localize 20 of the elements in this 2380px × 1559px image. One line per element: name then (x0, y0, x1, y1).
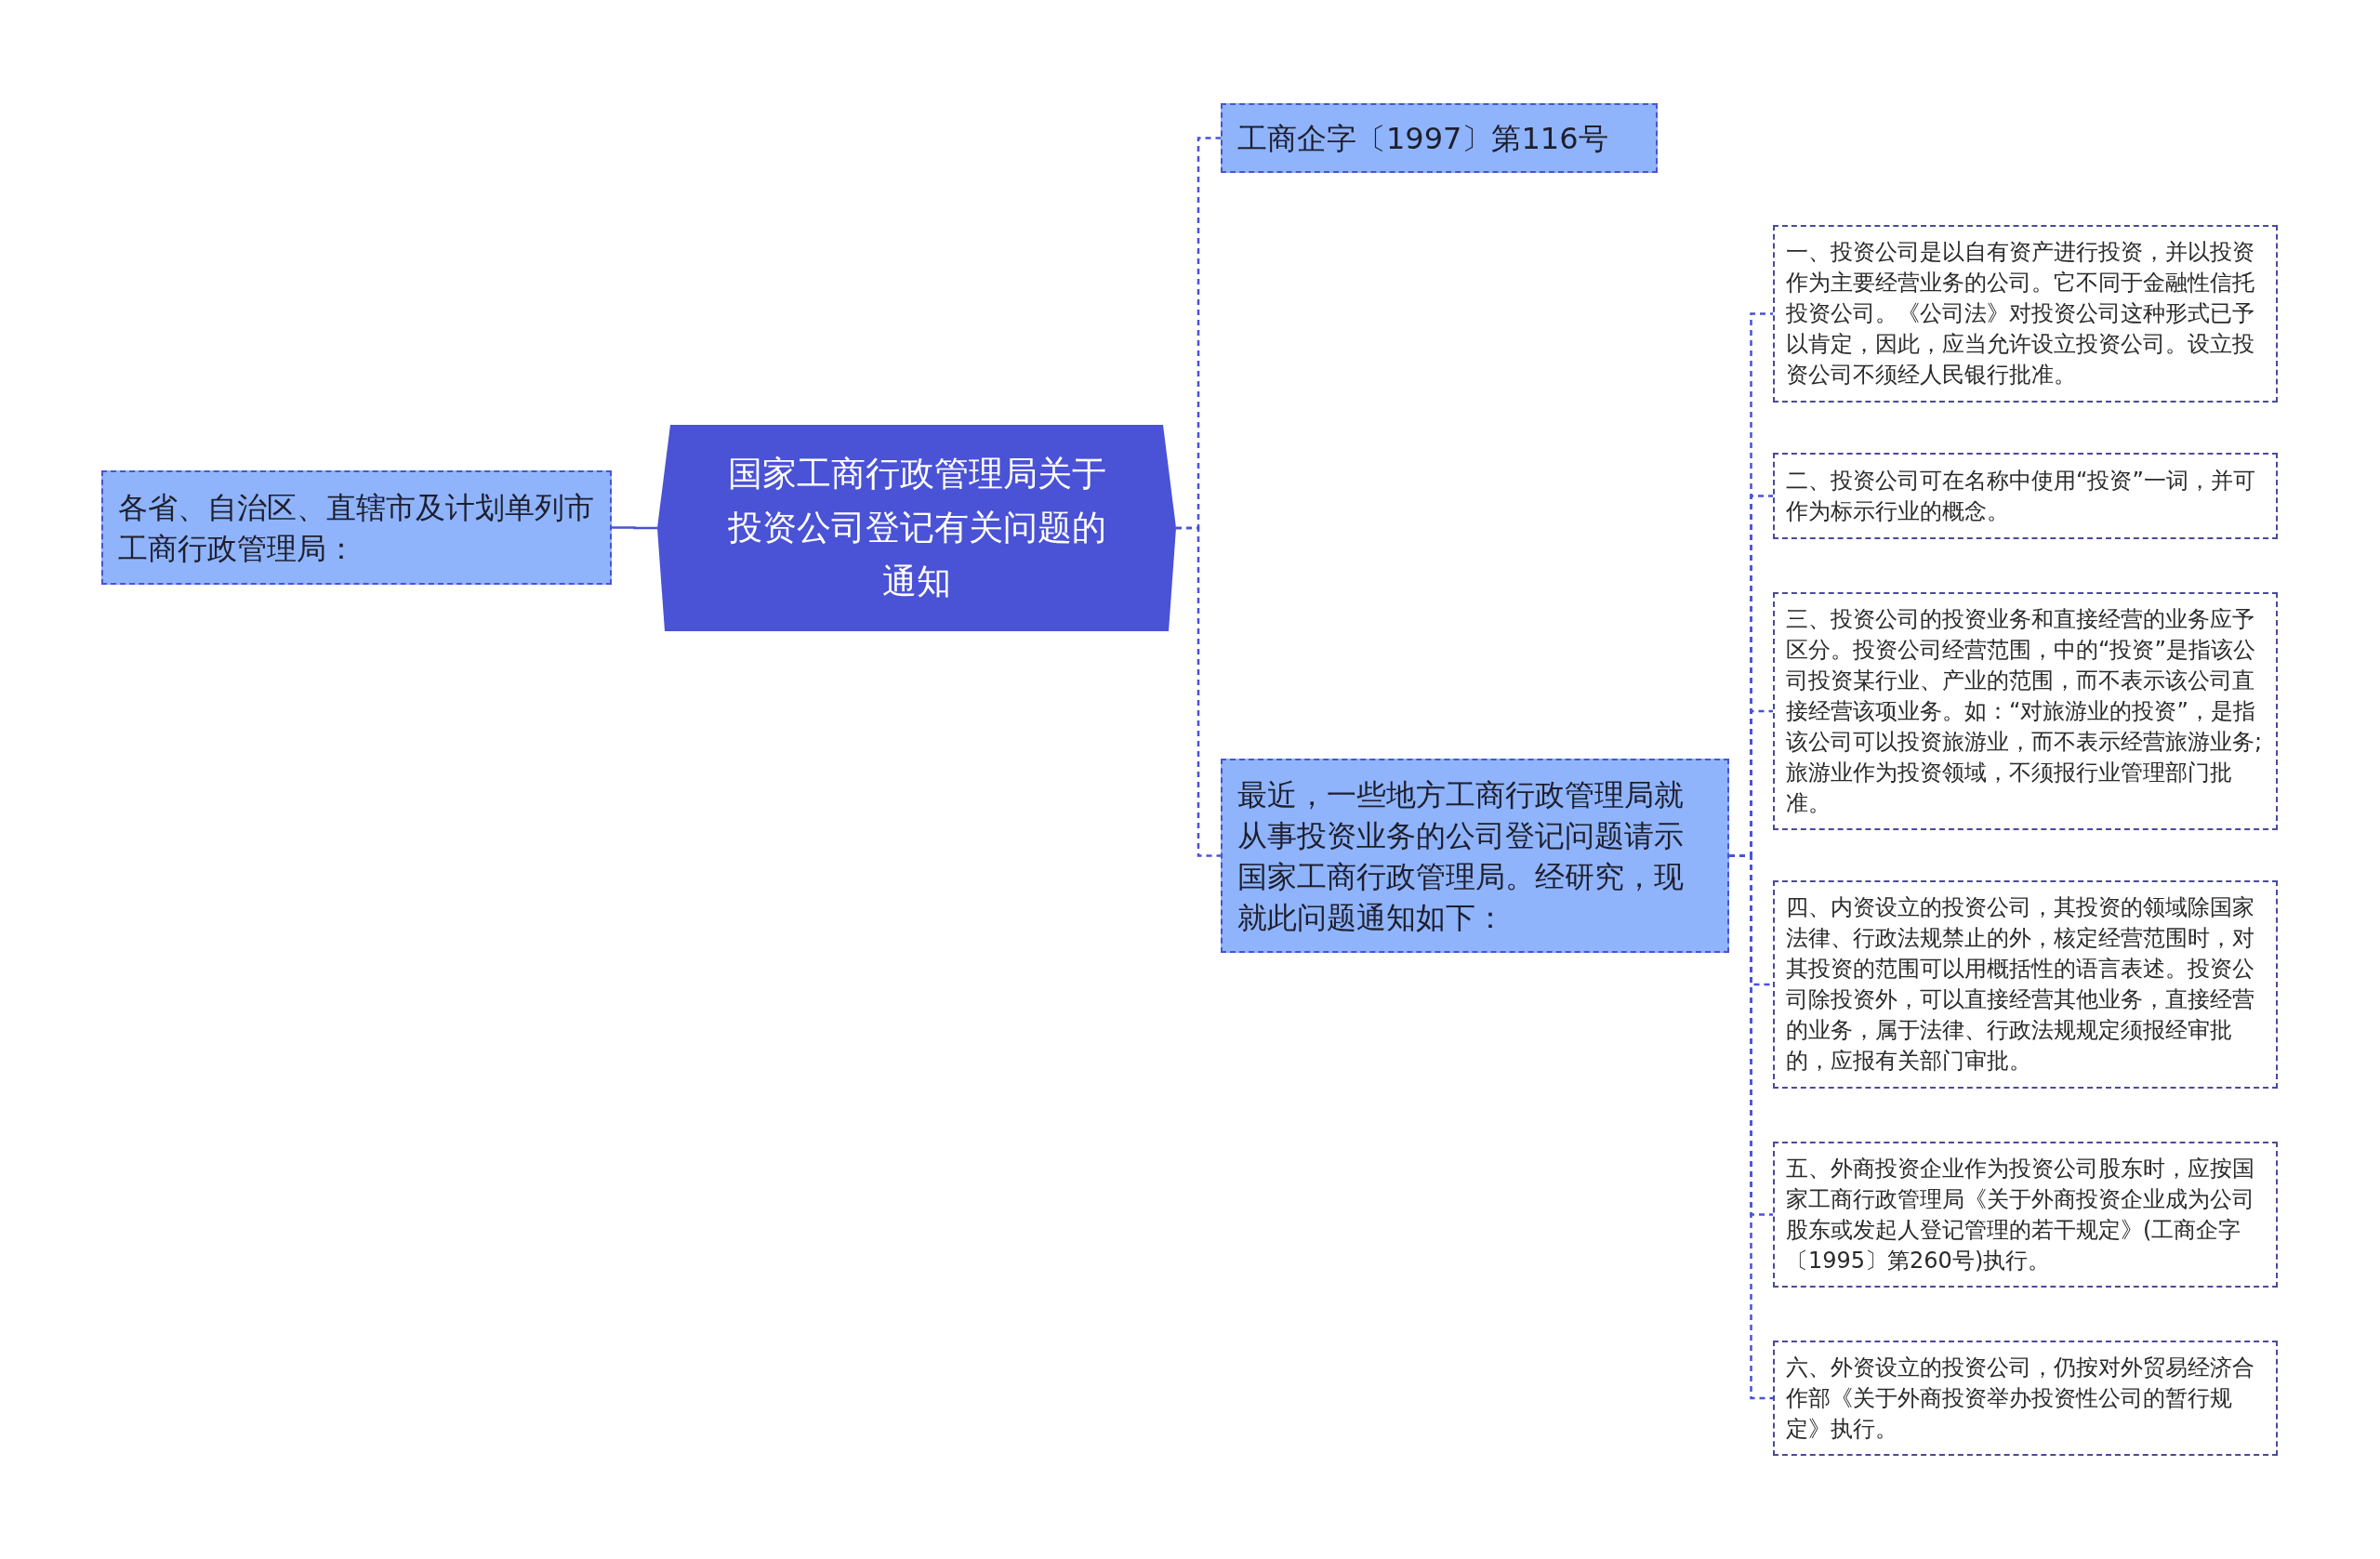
node-text: 三、投资公司的投资业务和直接经营的业务应予区分。投资公司经营范围，中的“投资”是指该公司投资某行业、产业的范围，而不表示该公司直接经营该项业务。如：“对旅游业的投资”，是指该公司可以投资旅游业，而不表示经营旅游业务;旅游业作为投资领域，不须报行业管理部门批准。 (1785, 604, 2264, 818)
node-text: 国家工商行政管理局关于投资公司登记有关问题的通知 (726, 453, 1107, 603)
branch-box (1221, 103, 1658, 173)
leaf-box (1773, 1142, 2278, 1288)
connector-line (1176, 526, 1221, 857)
branch-box (1221, 759, 1729, 953)
node-text: 二、投资公司可在名称中使用“投资”一词，并可作为标示行业的概念。 (1785, 466, 2256, 526)
node-text: 最近，一些地方工商行政管理局就从事投资业务的公司登记问题请示国家工商行政管理局。经研究，现就此问题通知如下： (1236, 775, 1685, 937)
node-text: 五、外商投资企业作为投资公司股东时，应按国家工商行政管理局《关于外商投资企业成为公司股东或发起人登记管理的若干规定》(工商企字〔1995〕第260号)执行。 (1785, 1154, 2255, 1275)
branch-box (101, 470, 612, 585)
leaf-box (1773, 225, 2278, 403)
node-text: 六、外资设立的投资公司，仍按对外贸易经济合作部《关于外商投资举办投资性公司的暂行规定》执行。 (1785, 1353, 2255, 1444)
leaf-box (1773, 1341, 2278, 1456)
leaf-box (1773, 453, 2278, 539)
leaf-box (1773, 880, 2278, 1089)
node-text: 一、投资公司是以自有资产进行投资，并以投资作为主要经营业务的公司。它不同于金融性信托投资公司。《公司法》对投资公司这种形式已予以肯定，因此，应当允许设立投资公司。设立投资公司不须经人民银行批准。 (1785, 238, 2255, 390)
node-text: 各省、自治区、直辖市及计划单列市工商行政管理局： (117, 488, 595, 568)
node-text: 四、内资设立的投资公司，其投资的领域除国家法律、行政法规禁止的外，核定经营范围时，对其投资的范围可以用概括性的语言表述。投资公司除投资外，可以直接经营其他业务，直接经营的业务，属于法律、行政法规规定须报经审批的，应报有关部门审批。 (1785, 893, 2255, 1076)
connector-line (612, 526, 657, 530)
node-text: 工商企字〔1997〕第116号 (1236, 119, 1609, 158)
